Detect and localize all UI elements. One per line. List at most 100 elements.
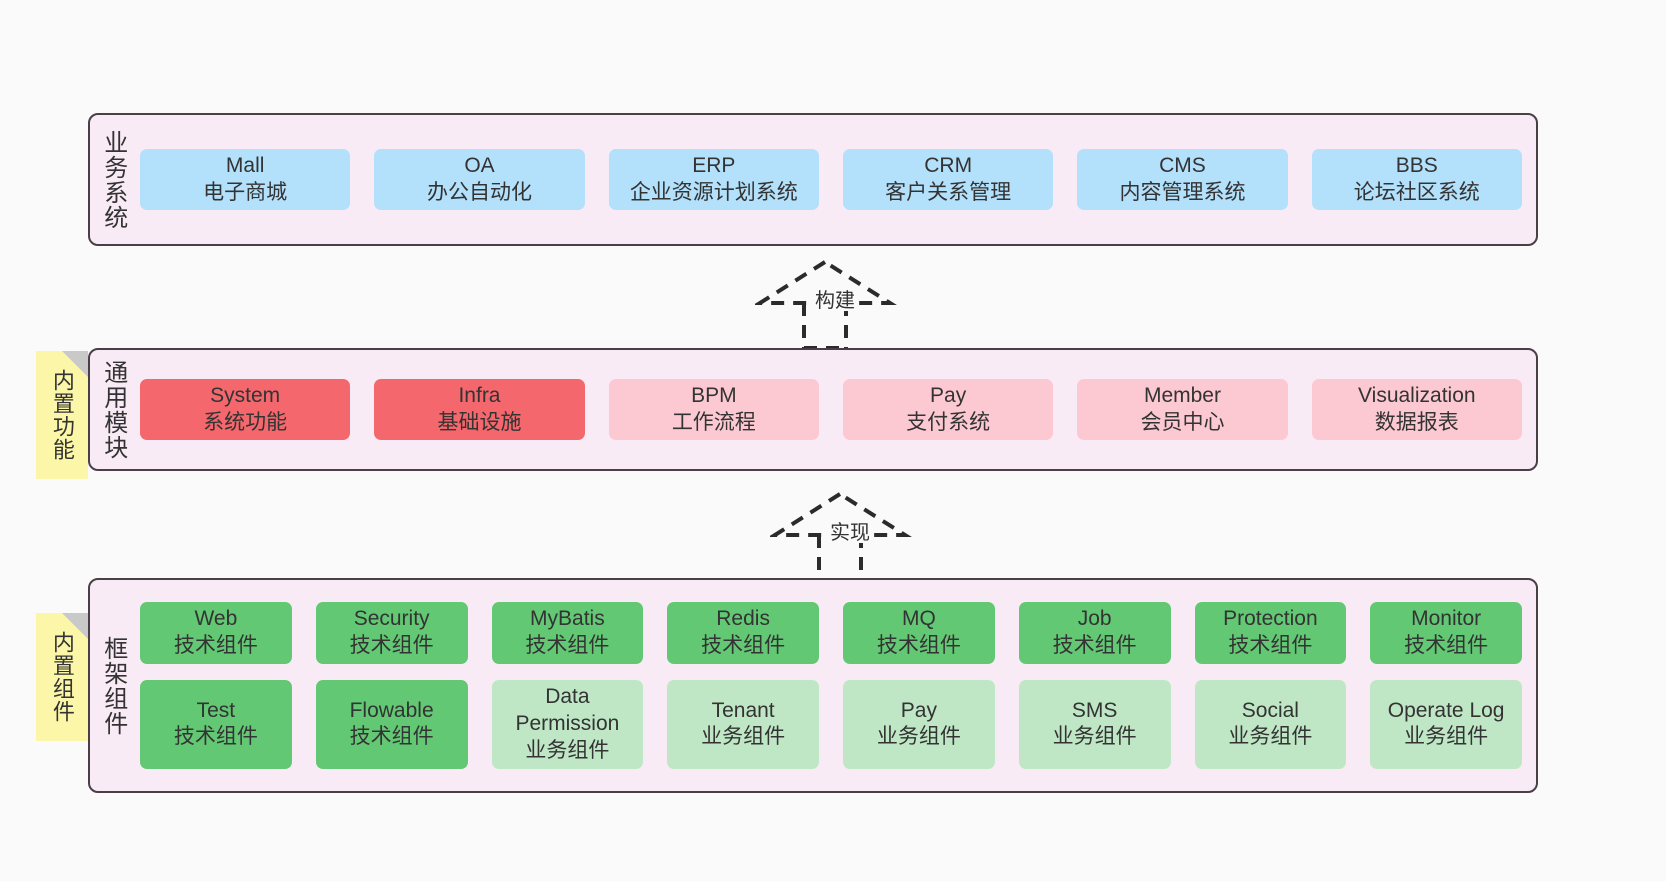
box-title: Mall (225, 153, 265, 177)
box-subtitle: 技术组件 (1228, 634, 1313, 658)
box-subtitle: 支付系统 (906, 410, 991, 434)
box-subtitle: 技术组件 (173, 725, 258, 749)
box-title: ERP (692, 153, 736, 177)
box-monitor[interactable]: Monitor 技术组件 (1370, 602, 1522, 665)
box-title: Pay (930, 383, 967, 407)
box-protection[interactable]: Protection 技术组件 (1194, 602, 1347, 665)
layer-label-business-system: 业务系统 (99, 129, 127, 230)
layer-row: System 系统功能 Infra 基础设施 BPM 工作流程 Pay 支付系统… (140, 378, 1522, 441)
box-sms[interactable]: SMS 业务组件 (1018, 680, 1171, 769)
box-subtitle: 技术组件 (701, 634, 786, 658)
box-title: BBS (1395, 153, 1438, 177)
box-title: Monitor (1411, 607, 1482, 631)
layer-framework-component: 框架组件 Web 技术组件 Security 技术组件 MyBatis 技术组件… (88, 578, 1538, 793)
box-title: Visualization (1358, 383, 1476, 407)
note-fold-corner-icon (62, 351, 88, 377)
box-title: Social (1241, 698, 1299, 722)
box-visualization[interactable]: Visualization 数据报表 (1311, 378, 1522, 441)
note-label: 内置组件 (49, 631, 75, 723)
box-social[interactable]: Social 业务组件 (1194, 680, 1347, 769)
box-pay-module[interactable]: Pay 支付系统 (842, 378, 1054, 441)
box-title: MyBatis (530, 607, 605, 631)
box-tenant[interactable]: Tenant 业务组件 (667, 680, 819, 769)
box-subtitle: 办公自动化 (426, 180, 532, 204)
note-label: 内置功能 (49, 369, 75, 461)
box-subtitle: 业务组件 (1404, 725, 1489, 749)
box-data-permission[interactable]: Data Permission 业务组件 (491, 680, 644, 769)
box-title: CRM (924, 153, 973, 177)
box-subtitle: 客户关系管理 (885, 180, 1012, 204)
box-operate-log[interactable]: Operate Log 业务组件 (1370, 680, 1522, 769)
box-title: SMS (1071, 698, 1118, 722)
box-title: Redis (716, 607, 770, 631)
box-subtitle: 业务组件 (1052, 725, 1137, 749)
box-subtitle: 数据报表 (1374, 410, 1459, 434)
box-title: Web (194, 607, 238, 631)
layer-row: Test 技术组件 Flowable 技术组件 Data Permission … (140, 680, 1522, 769)
box-mall[interactable]: Mall 电子商城 (140, 148, 351, 211)
box-infra[interactable]: Infra 基础设施 (374, 378, 585, 441)
box-system[interactable]: System 系统功能 (140, 378, 351, 441)
connector-build-label: 构建 (813, 290, 857, 312)
connector-implement-label: 实现 (828, 522, 872, 544)
box-title: Pay (900, 698, 937, 722)
box-bpm[interactable]: BPM 工作流程 (608, 378, 819, 441)
box-mq[interactable]: MQ 技术组件 (843, 602, 995, 665)
layer-body-common-module: System 系统功能 Infra 基础设施 BPM 工作流程 Pay 支付系统… (136, 350, 1536, 469)
note-fold-corner-icon (62, 613, 88, 639)
box-title: Security (353, 607, 430, 631)
box-subtitle: 业务组件 (701, 725, 786, 749)
box-subtitle: 技术组件 (1052, 634, 1137, 658)
box-title: BPM (691, 383, 737, 407)
box-title: Tenant (711, 698, 775, 722)
note-builtin-function: 内置功能 (36, 351, 88, 479)
box-title: Protection (1223, 607, 1318, 631)
note-builtin-component: 内置组件 (36, 613, 88, 741)
box-job[interactable]: Job 技术组件 (1018, 602, 1171, 665)
box-subtitle: 会员中心 (1140, 410, 1225, 434)
box-title: Flowable (349, 698, 434, 722)
box-subtitle: 技术组件 (349, 634, 434, 658)
box-mybatis[interactable]: MyBatis 技术组件 (491, 602, 644, 665)
layer-row: Mall 电子商城 OA 办公自动化 ERP 企业资源计划系统 CRM 客户关系… (140, 148, 1522, 211)
layer-row: Web 技术组件 Security 技术组件 MyBatis 技术组件 Redi… (140, 602, 1522, 665)
box-subtitle: 基础设施 (437, 410, 522, 434)
box-title: Job (1077, 607, 1112, 631)
box-security[interactable]: Security 技术组件 (315, 602, 468, 665)
box-title: Test (196, 698, 236, 722)
box-crm[interactable]: CRM 客户关系管理 (842, 148, 1054, 211)
layer-body-business-system: Mall 电子商城 OA 办公自动化 ERP 企业资源计划系统 CRM 客户关系… (136, 115, 1536, 244)
box-oa[interactable]: OA 办公自动化 (374, 148, 585, 211)
layer-label-common-module: 通用模块 (99, 359, 127, 460)
box-subtitle: 技术组件 (1404, 634, 1489, 658)
box-member[interactable]: Member 会员中心 (1077, 378, 1288, 441)
box-subtitle: 工作流程 (671, 410, 756, 434)
box-bbs[interactable]: BBS 论坛社区系统 (1311, 148, 1522, 211)
box-pay-component[interactable]: Pay 业务组件 (843, 680, 995, 769)
box-subtitle: 业务组件 (525, 738, 610, 762)
connector-implement: 实现 (770, 487, 930, 582)
box-subtitle: 电子商城 (203, 180, 288, 204)
box-subtitle: 技术组件 (173, 634, 258, 658)
box-cms[interactable]: CMS 内容管理系统 (1077, 148, 1288, 211)
box-title: Member (1143, 383, 1221, 407)
layer-body-framework-component: Web 技术组件 Security 技术组件 MyBatis 技术组件 Redi… (136, 580, 1536, 791)
box-title: CMS (1159, 153, 1206, 177)
box-title: System (210, 383, 281, 407)
box-flowable[interactable]: Flowable 技术组件 (315, 680, 468, 769)
layer-business-system: 业务系统 Mall 电子商城 OA 办公自动化 ERP 企业资源计划系统 CRM… (88, 113, 1538, 246)
box-title: Operate Log (1387, 698, 1505, 722)
box-subtitle: 技术组件 (349, 725, 434, 749)
box-subtitle: 论坛社区系统 (1353, 180, 1480, 204)
box-erp[interactable]: ERP 企业资源计划系统 (608, 148, 819, 211)
box-subtitle: 技术组件 (876, 634, 961, 658)
box-subtitle: 内容管理系统 (1119, 180, 1246, 204)
box-subtitle: 技术组件 (525, 634, 610, 658)
layer-common-module: 通用模块 System 系统功能 Infra 基础设施 BPM 工作流程 Pay… (88, 348, 1538, 471)
box-web[interactable]: Web 技术组件 (140, 602, 292, 665)
box-subtitle: 企业资源计划系统 (629, 180, 798, 204)
box-subtitle: 业务组件 (876, 725, 961, 749)
box-title: Data Permission (515, 685, 620, 735)
box-test[interactable]: Test 技术组件 (140, 680, 292, 769)
box-redis[interactable]: Redis 技术组件 (667, 602, 819, 665)
